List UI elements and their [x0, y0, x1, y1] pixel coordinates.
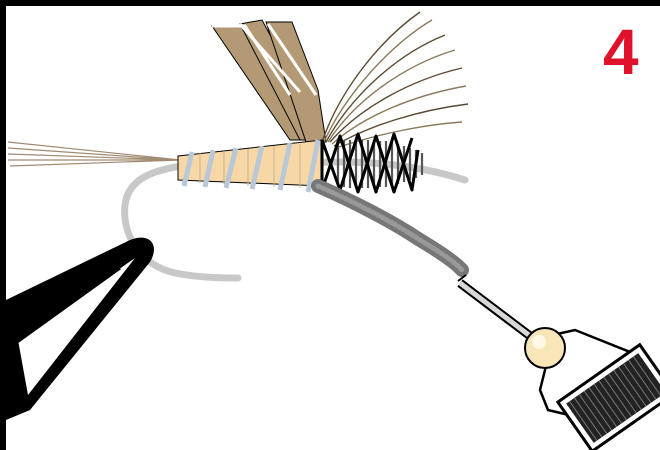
wing-case — [212, 20, 326, 142]
dubbing-noodle — [318, 186, 462, 270]
hackle-fibers — [322, 12, 468, 148]
tail-fibers — [8, 142, 180, 166]
diagram-canvas: 4 — [6, 6, 660, 450]
abdomen-body — [178, 140, 322, 192]
vise-jaw-icon — [6, 238, 154, 420]
step-number: 4 — [603, 20, 639, 84]
fly-tying-illustration — [6, 6, 660, 450]
bobbin-icon — [458, 275, 660, 450]
